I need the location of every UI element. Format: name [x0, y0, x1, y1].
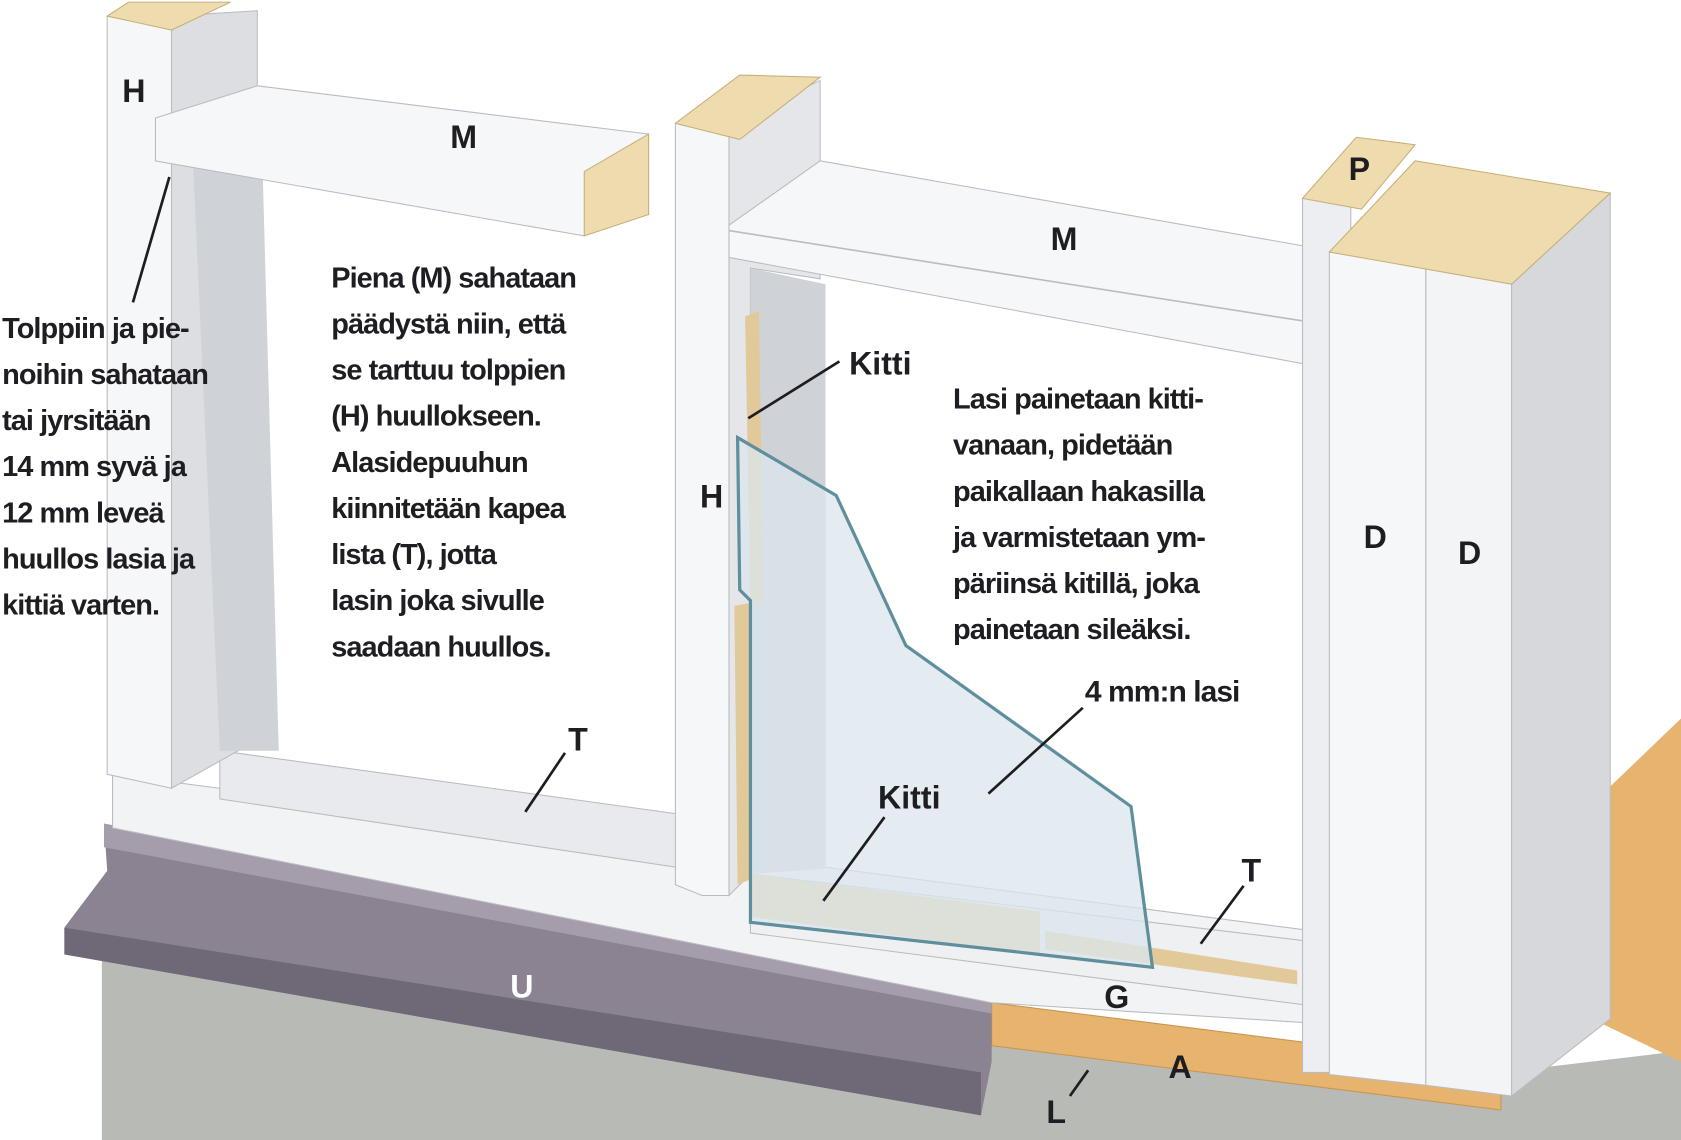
callout-line-left-note [131, 176, 171, 303]
note-middle: Piena (M) sahataan päädystä niin, että s… [331, 262, 577, 663]
note-line: lista (T), jotta [331, 539, 497, 571]
right-wood-floor [1602, 718, 1681, 1062]
label-T-right: T [1241, 853, 1261, 889]
note-line: saadaan huullos. [331, 631, 550, 663]
board-D-top-wood [1328, 160, 1612, 285]
top-rail-M-left-end [583, 133, 650, 237]
note-line: vanaan, pidetään [953, 430, 1172, 462]
label-kitti-bottom: Kitti [878, 780, 941, 816]
note-line: tai jyrsitään [2, 405, 150, 437]
metal-flashing-top [103, 823, 992, 1014]
label-A: A [1169, 1049, 1192, 1085]
note-line: 12 mm leveä [2, 497, 165, 529]
glass-pane [735, 434, 1155, 970]
label-U: U [510, 968, 533, 1004]
callout-line-kitti-top [747, 360, 841, 420]
post-P-top-wood [1301, 136, 1417, 210]
metal-flashing-lip [64, 927, 981, 1116]
note-line: ja varmistetaan ym- [952, 522, 1205, 554]
label-D-1: D [1364, 519, 1387, 555]
callout-line-kitti-bottom [822, 816, 886, 902]
note-line: paikallaan hakasilla [953, 476, 1206, 508]
label-G: G [1104, 979, 1129, 1015]
note-line: kittiä varten. [2, 590, 159, 622]
left-inner-post [192, 160, 279, 751]
note-line: huullos lasia ja [2, 543, 196, 575]
label-kitti-top: Kitti [849, 345, 912, 381]
note-line: (H) huullokseen. [331, 401, 541, 433]
note-left: Tolppiin ja pie- noihin sahataan tai jyr… [2, 313, 209, 622]
label-P: P [1349, 151, 1370, 187]
note-line: Alasidepuuhun [331, 447, 527, 479]
note-line: Tolppiin ja pie- [2, 313, 189, 345]
label-M-right: M [1051, 221, 1078, 257]
callout-line-glass [987, 706, 1084, 795]
label-H-mid: H [700, 478, 723, 514]
middle-post-top-wood [674, 74, 822, 141]
callout-line-T-right [1199, 885, 1245, 945]
board-D-2 [1425, 267, 1513, 1097]
label-L: L [1046, 1094, 1066, 1130]
note-line: Piena (M) sahataan [331, 262, 576, 294]
board-D-1 [1328, 251, 1427, 1086]
label-glass: 4 mm:n lasi [1085, 675, 1240, 708]
label-D-2: D [1458, 535, 1481, 571]
board-D-side [1511, 191, 1611, 1098]
note-line: noihin sahataan [2, 359, 208, 391]
note-line: päädystä niin, että [331, 309, 567, 341]
label-H-left: H [122, 73, 145, 109]
note-line: kiinnitetään kapea [331, 493, 566, 525]
label-M-left: M [450, 119, 477, 155]
note-line: painetaan sileäksi. [953, 614, 1190, 646]
note-line: Lasi painetaan kitti- [953, 384, 1203, 416]
note-line: päriinsä kitillä, joka [953, 568, 1201, 600]
note-line: 14 mm syvä ja [2, 451, 188, 483]
label-T-left: T [568, 722, 588, 758]
callout-line-L [1068, 1069, 1090, 1097]
note-line: lasin joka sivulle [331, 585, 544, 617]
note-right: Lasi painetaan kitti- vanaan, pidetään p… [952, 384, 1207, 647]
left-post-top-wood [105, 1, 231, 31]
note-line: se tarttuu tolppien [331, 355, 565, 387]
callout-line-T-left [524, 752, 567, 813]
